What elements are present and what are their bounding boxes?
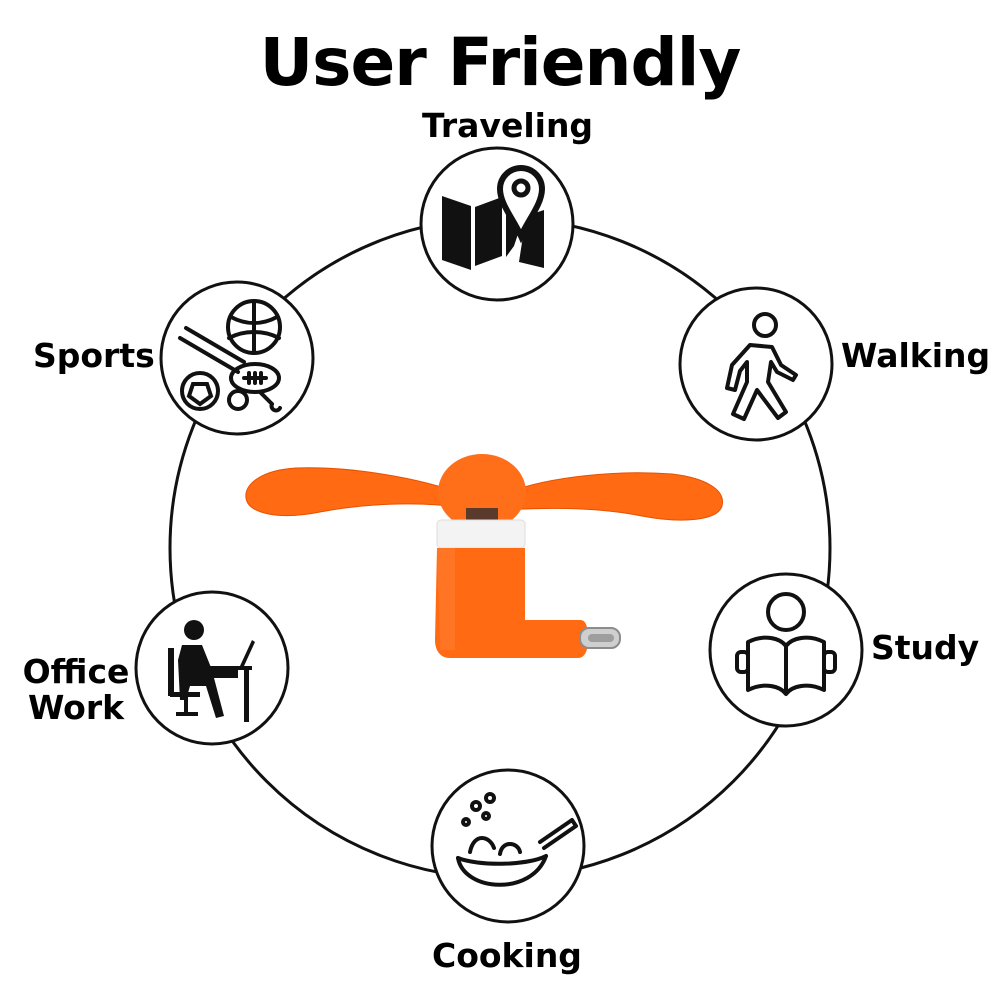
fan-blade-right [503, 472, 723, 521]
walking-badge [678, 286, 834, 442]
label-office-line-1: Office [22, 652, 130, 691]
reading-person-icon [735, 592, 837, 696]
office-desk-laptop-icon [168, 620, 255, 722]
traveling-badge [419, 146, 575, 302]
label-traveling: Traveling [422, 106, 594, 145]
fan-body [435, 548, 588, 658]
walking-person-icon [725, 312, 798, 421]
sports-balls-icon [178, 299, 282, 413]
fan-hub [438, 454, 526, 530]
fan-white-ring [436, 519, 526, 549]
label-sports: Sports [33, 336, 155, 375]
sports-badge [159, 280, 315, 436]
cooking-badge [430, 768, 586, 924]
map-pin-icon [442, 164, 546, 270]
wok-pan-icon [456, 792, 578, 887]
fan-blade-left [245, 467, 463, 517]
label-walking: Walking [841, 336, 991, 375]
label-office-line-2: Work [27, 688, 125, 727]
label-cooking: Cooking [432, 936, 582, 975]
study-badge [708, 572, 864, 728]
label-study: Study [871, 628, 980, 667]
mini-fan-image [245, 454, 723, 658]
label-office-work: Office Work [20, 654, 132, 726]
page-title: User Friendly [259, 24, 742, 101]
office-badge [134, 590, 290, 746]
